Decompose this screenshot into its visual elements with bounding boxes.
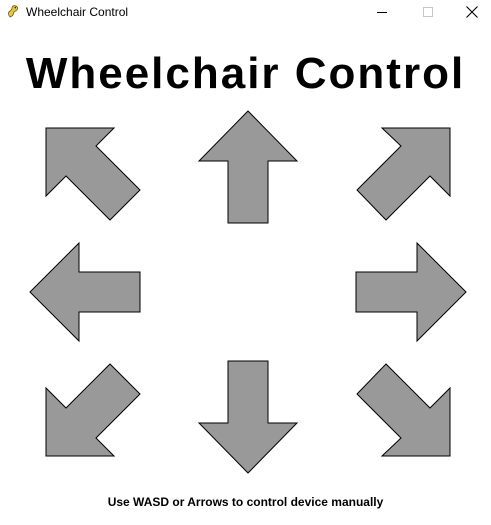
minimize-icon — [377, 12, 387, 13]
arrow-left-button[interactable] — [29, 241, 141, 343]
pygame-snake-icon — [8, 5, 19, 18]
arrow-down-right-button[interactable] — [356, 363, 451, 457]
close-icon — [466, 6, 478, 18]
arrow-up-button[interactable] — [197, 110, 299, 224]
arrow-down-left-button[interactable] — [45, 363, 141, 457]
arrow-right-button[interactable] — [355, 241, 467, 343]
minimize-button[interactable] — [359, 0, 405, 24]
maximize-button[interactable] — [405, 0, 451, 24]
arrow-up-right-button[interactable] — [356, 127, 451, 221]
close-button[interactable] — [449, 0, 491, 24]
maximize-icon — [423, 7, 433, 17]
instructions-text: Use WASD or Arrows to control device man… — [107, 495, 384, 509]
window-titlebar[interactable]: Wheelchair Control — [0, 0, 491, 24]
arrow-up-left-button[interactable] — [45, 127, 141, 221]
page-title: Wheelchair Control — [25, 49, 466, 98]
arrow-down-button[interactable] — [197, 360, 299, 474]
window-title: Wheelchair Control — [26, 5, 129, 19]
